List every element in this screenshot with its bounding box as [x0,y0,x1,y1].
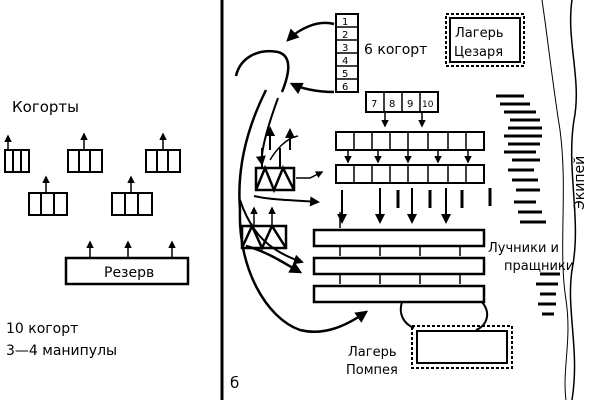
cohort-block [4,134,30,173]
pompey-camp-label-1: Лагерь [348,345,396,360]
reserve-label: Резерв [104,265,154,281]
cohort-block [67,132,103,173]
cohort-number: 2 [342,30,348,41]
six-cohort-column: 1 2 3 4 5 6 [335,13,359,93]
cohort-number: 8 [389,99,395,110]
cohort-number: 1 [342,17,348,28]
cohort-number: 10 [422,100,434,110]
cohort-number: 6 [342,82,348,93]
pompey-camp-label-2: Помпея [346,363,398,378]
caption-line-2: 3—4 манипулы [6,343,117,359]
advance-arrows [337,188,492,224]
reserve-block: Резерв [64,240,190,286]
cohort-row-7-10: 7 8 9 10 [365,91,439,128]
cohort-formation [4,132,181,216]
cohorts-label: Когорты [12,98,79,116]
river-enipeus [569,0,577,400]
panel-letter: б [230,374,239,392]
pompey-line-3 [312,274,486,304]
caesar-line-1 [335,131,485,151]
maneuver-arrows [234,21,369,334]
left-panel: Когорты [4,98,190,359]
cohort-number: 4 [342,56,348,67]
cohort-number: 9 [407,99,413,110]
cohort-block [111,175,153,216]
cohort-number: 7 [371,99,377,110]
caption-line-1: 10 когорт [6,321,78,337]
cavalry-block-lower [240,206,288,252]
pompey-line-2 [312,246,486,276]
cohort-number: 5 [342,69,348,80]
cohort-block [145,132,181,173]
river-label: Экипей [572,156,588,210]
pompey-camp [399,301,513,369]
archers-hatching [496,94,560,316]
cohort-block [28,175,68,216]
caesar-line-2 [335,150,485,184]
pompey-line-1 [312,212,486,248]
caesar-camp-label-2: Цезаря [454,45,503,60]
right-panel: 1 2 3 4 5 6 6 когорт Лагерь Цезаря 7 8 9… [230,0,588,400]
archers-label-2: пращники [504,259,574,274]
river-bank [541,0,569,400]
six-cohorts-label: 6 когорт [364,42,427,58]
archers-label-1: Лучники и [488,241,559,256]
caesar-camp: Лагерь Цезаря [445,13,525,67]
caesar-camp-label-1: Лагерь [455,26,503,41]
cohort-number: 3 [342,43,348,54]
cavalry-block-upper [254,126,324,194]
